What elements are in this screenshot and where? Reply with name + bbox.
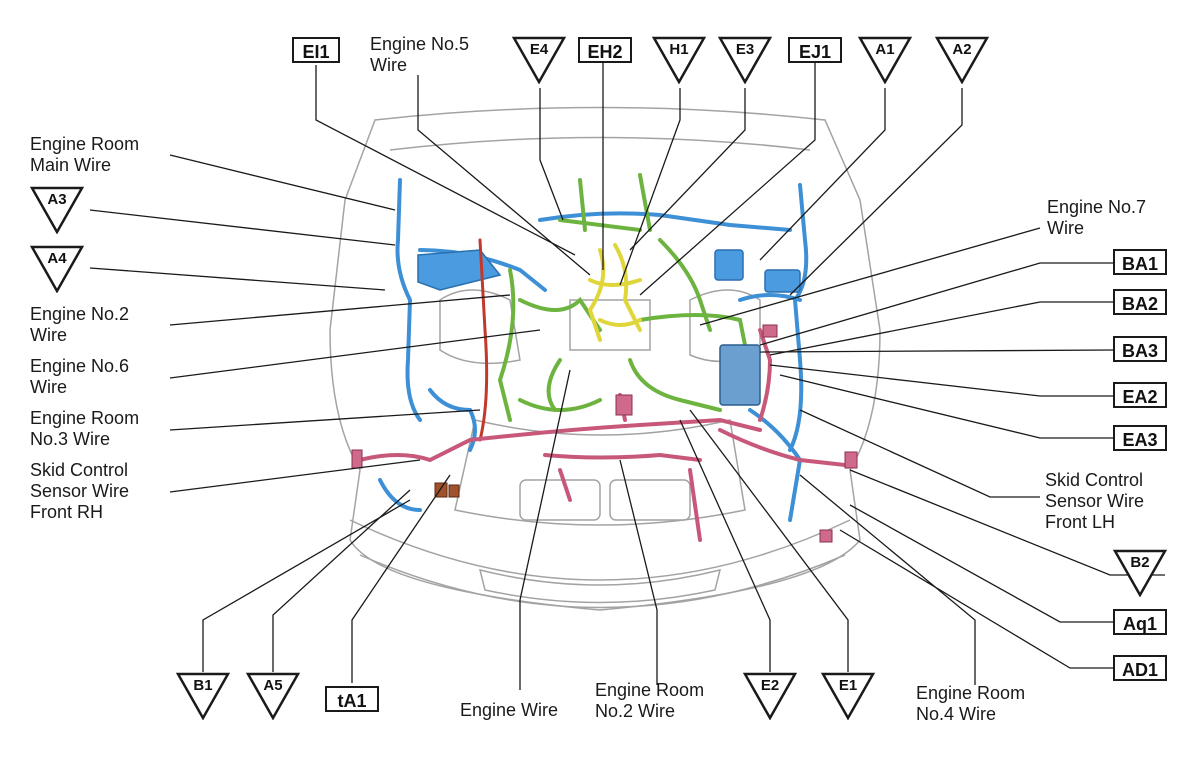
green-wire-harness (497, 173, 747, 422)
pink-connectors (351, 324, 858, 543)
label-engine-no2-wire: Engine No.2 Wire (30, 304, 130, 345)
triangle-down-icon (652, 36, 706, 84)
vehicle-body-outline (329, 106, 881, 611)
connector-ba3-box: BA3 (1113, 336, 1167, 362)
triangle-down-icon (176, 672, 230, 720)
connector-a4-triangle: A4 (30, 245, 84, 293)
connector-b1-label: B1 (193, 677, 213, 694)
triangle-down-icon (30, 245, 84, 293)
brown-relays (434, 482, 460, 498)
connector-aq1-box: Aq1 (1113, 609, 1167, 635)
connector-a1-label: A1 (875, 41, 895, 58)
connector-ei1-box: EI1 (292, 37, 340, 63)
label-engine-no6-wire: Engine No.6 Wire (30, 356, 130, 397)
label-skid-control-sensor-wire-front-lh: Skid Control Sensor Wire Front LH (1045, 470, 1145, 532)
connector-e3-triangle: E3 (718, 36, 772, 84)
label-engine-room-main-wire: Engine Room Main Wire (30, 134, 140, 175)
connector-a3-triangle: A3 (30, 186, 84, 234)
fuse-block (719, 344, 761, 406)
label-engine-room-no4-wire: Engine Room No.4 Wire (916, 683, 1026, 724)
connector-ea2-box: EA2 (1113, 382, 1167, 408)
label-engine-room-no2-wire: Engine Room No.2 Wire (595, 680, 705, 721)
yellow-wire-harness (587, 243, 642, 342)
connector-eh2-box: EH2 (578, 37, 632, 63)
connector-e2-triangle: E2 (743, 672, 797, 720)
connector-a4-label: A4 (47, 250, 67, 267)
triangle-down-icon (30, 186, 84, 234)
red-wire (478, 238, 489, 442)
label-skid-control-sensor-wire-front-rh: Skid Control Sensor Wire Front RH (30, 460, 130, 522)
connector-e2-label: E2 (760, 677, 780, 694)
connector-a2-label: A2 (952, 41, 972, 58)
triangle-down-icon (821, 672, 875, 720)
connector-b2-label: B2 (1130, 554, 1150, 571)
connector-a2-triangle: A2 (935, 36, 989, 84)
connector-ba1-box: BA1 (1113, 249, 1167, 275)
connector-h1-triangle: H1 (652, 36, 706, 84)
label-engine-no7-wire: Engine No.7 Wire (1047, 197, 1147, 238)
connector-h1-label: H1 (669, 41, 689, 58)
triangle-down-icon (512, 36, 566, 84)
triangle-down-icon (246, 672, 300, 720)
connector-a5-triangle: A5 (246, 672, 300, 720)
connector-a1-triangle: A1 (858, 36, 912, 84)
connector-ea3-box: EA3 (1113, 425, 1167, 451)
triangle-down-icon (743, 672, 797, 720)
connector-e4-label: E4 (529, 41, 549, 58)
connector-a5-label: A5 (263, 677, 283, 694)
connector-ta1-box: tA1 (325, 686, 379, 712)
connector-e3-label: E3 (735, 41, 755, 58)
connector-e1-label: E1 (838, 677, 858, 694)
label-engine-no5-wire: Engine No.5 Wire (370, 34, 470, 75)
connector-a3-label: A3 (47, 191, 67, 208)
triangle-down-icon (858, 36, 912, 84)
connector-e4-triangle: E4 (512, 36, 566, 84)
connector-e1-triangle: E1 (821, 672, 875, 720)
blue-relay-block (417, 249, 801, 293)
triangle-down-icon (718, 36, 772, 84)
connector-b2-triangle: B2 (1113, 549, 1167, 597)
connector-ba2-box: BA2 (1113, 289, 1167, 315)
connector-ej1-box: EJ1 (788, 37, 842, 63)
triangle-down-icon (935, 36, 989, 84)
label-engine-room-no3-wire: Engine Room No.3 Wire (30, 408, 140, 449)
leader-lines (89, 62, 1165, 690)
triangle-down-icon (1113, 549, 1167, 597)
connector-ad1-box: AD1 (1113, 655, 1167, 681)
connector-b1-triangle: B1 (176, 672, 230, 720)
label-engine-wire: Engine Wire (460, 700, 559, 720)
